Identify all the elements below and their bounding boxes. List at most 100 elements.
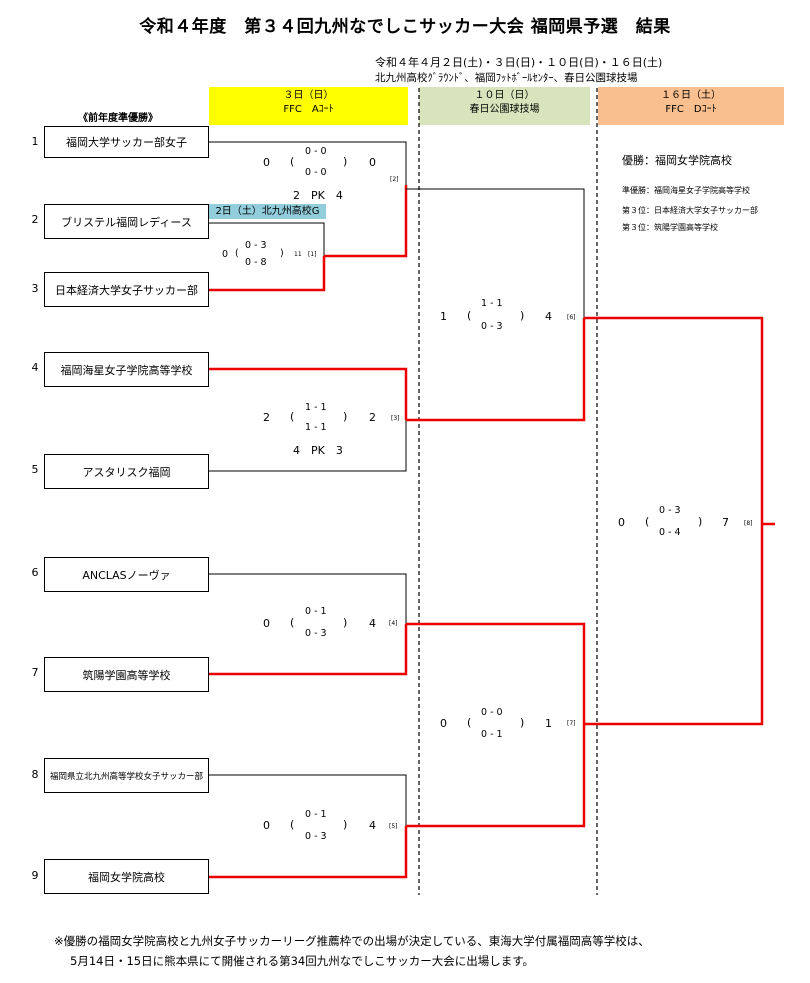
match7-close-paren: ) bbox=[520, 716, 525, 729]
match1-open-paren: ( bbox=[235, 248, 239, 259]
match8-half2: 0 - 4 bbox=[659, 527, 681, 538]
bracket-line-team1 bbox=[208, 141, 407, 185]
match2-half2: 0 - 0 bbox=[305, 167, 327, 178]
match6-half1: 1 - 1 bbox=[481, 298, 503, 309]
seed-number: 5 bbox=[31, 463, 39, 476]
match3-half2: 1 - 1 bbox=[305, 422, 327, 433]
seed-number: 3 bbox=[31, 282, 39, 295]
match7-half1: 0 - 0 bbox=[481, 707, 503, 718]
match4-half2: 0 - 3 bbox=[305, 628, 327, 639]
match5-half1: 0 - 1 bbox=[305, 809, 327, 820]
match5-half2: 0 - 3 bbox=[305, 831, 327, 842]
match8-open-paren: ( bbox=[645, 515, 650, 528]
match3-pk: 4 PK 3 bbox=[293, 444, 343, 457]
match7-score-left: 0 bbox=[440, 717, 447, 730]
match6-score-right: 4 bbox=[545, 310, 552, 323]
seed-number: 8 bbox=[31, 768, 39, 781]
footnote-line1: ※優勝の福岡女学院高校と九州女子サッカーリーグ推薦枠での出場が決定している、東海… bbox=[54, 934, 650, 948]
match5-score-right: 4 bbox=[369, 819, 376, 832]
seed-number: 4 bbox=[31, 361, 39, 374]
match6-number: [6] bbox=[567, 314, 576, 321]
match4-score-left: 0 bbox=[263, 617, 270, 630]
column-header-round1-day: ３日（日） bbox=[283, 90, 334, 101]
bracket-line-team9 bbox=[208, 826, 408, 879]
match7-open-paren: ( bbox=[467, 716, 472, 729]
match4-number: [4] bbox=[389, 620, 398, 627]
match3-close-paren: ) bbox=[343, 410, 348, 423]
match5-score-left: 0 bbox=[263, 819, 270, 832]
bracket-line-m2-winner bbox=[406, 188, 585, 318]
bracket-line-m3-winner bbox=[406, 318, 586, 422]
team-box: ブリステル福岡レディース bbox=[44, 204, 209, 239]
column-header-semifinal-day: １０日（日） bbox=[474, 90, 535, 101]
seed-number: 2 bbox=[31, 213, 39, 226]
champion-result: 優勝：福岡女学院高校 bbox=[622, 154, 732, 167]
bracket-line-m6-winner bbox=[584, 316, 764, 524]
match1-score-right: 11 bbox=[294, 251, 302, 258]
third-place-result: 第３位：筑陽学園高等学校 bbox=[622, 223, 718, 232]
match7-number: [7] bbox=[567, 720, 576, 727]
page-title: 令和４年度 第３４回九州なでしこサッカー大会 福岡県予選 結果 bbox=[139, 17, 671, 37]
team-box: ANCLASノーヴァ bbox=[44, 557, 209, 592]
match1-half2: 0 - 8 bbox=[245, 257, 267, 268]
match2-close-paren: ) bbox=[343, 155, 348, 168]
previous-runner-up-label: 《前年度準優勝》 bbox=[78, 113, 158, 124]
bracket-line-m4-winner bbox=[406, 622, 586, 722]
match3-half1: 1 - 1 bbox=[305, 402, 327, 413]
seed-number: 1 bbox=[31, 135, 39, 148]
match8-number: [8] bbox=[744, 520, 753, 527]
column-header-final-day: １６日（土） bbox=[661, 90, 721, 101]
bracket-line-m7-winner bbox=[584, 524, 764, 726]
column-header-final: １６日（土） FFC Dｺｰﾄ bbox=[598, 87, 784, 125]
match8-score-right: 7 bbox=[722, 516, 729, 529]
bracket-line-team7 bbox=[208, 624, 408, 676]
team-box: 福岡大学サッカー部女子 bbox=[44, 126, 209, 158]
bracket-line-m1-winner bbox=[324, 185, 408, 258]
team-box: 福岡海星女子学院高等学校 bbox=[44, 352, 209, 387]
match4-half1: 0 - 1 bbox=[305, 606, 327, 617]
match1-score-left: 0 bbox=[222, 249, 229, 260]
footnote-line2: 5月14日・15日に熊本県にて開催される第34回九州なでしこサッカー大会に出場し… bbox=[70, 954, 535, 968]
match6-open-paren: ( bbox=[467, 309, 472, 322]
bracket-line-team2 bbox=[208, 222, 325, 256]
team-box: 日本経済大学女子サッカー部 bbox=[44, 272, 209, 307]
bracket-line-team5 bbox=[208, 420, 407, 472]
seed-number: 6 bbox=[31, 566, 39, 579]
match4-close-paren: ) bbox=[343, 616, 348, 629]
match2-score-right: 0 bbox=[369, 156, 376, 169]
bracket-line-m5-winner bbox=[406, 722, 586, 828]
match6-score-left: 1 bbox=[440, 310, 447, 323]
match1-close-paren: ) bbox=[280, 248, 284, 259]
match1-half1: 0 - 3 bbox=[245, 240, 267, 251]
match8-score-left: 0 bbox=[618, 516, 625, 529]
match3-number: [3] bbox=[391, 415, 400, 422]
match2-number: [2] bbox=[390, 176, 399, 183]
team-box: 福岡県立北九州高等学校女子サッカー部 bbox=[44, 758, 209, 793]
bracket-line-team8 bbox=[208, 774, 407, 826]
match6-close-paren: ) bbox=[520, 309, 525, 322]
match3-score-right: 2 bbox=[369, 411, 376, 424]
match7-score-right: 1 bbox=[545, 717, 552, 730]
match1-number: [1] bbox=[308, 251, 317, 258]
match6-half2: 0 - 3 bbox=[481, 321, 503, 332]
match5-open-paren: ( bbox=[290, 818, 295, 831]
match4-score-right: 4 bbox=[369, 617, 376, 630]
match4-open-paren: ( bbox=[290, 616, 295, 629]
match-dates: 令和４年４月２日(土)・３日(日)・１０日(日)・１６日(土) bbox=[375, 56, 663, 69]
runner-up-result: 準優勝：福岡海星女子学院高等学校 bbox=[622, 186, 750, 195]
bracket-line-team3 bbox=[208, 256, 326, 292]
match3-score-left: 2 bbox=[263, 411, 270, 424]
column-header-semifinal: １０日（日） 春日公園球技場 bbox=[419, 87, 590, 125]
column-header-semifinal-venue: 春日公園球技場 bbox=[469, 104, 540, 115]
third-place-result: 第３位：日本経済大学女子サッカー部 bbox=[622, 206, 758, 215]
match8-half1: 0 - 3 bbox=[659, 505, 681, 516]
column-header-round1: ３日（日） FFC Aｺｰﾄ bbox=[209, 87, 408, 125]
match8-close-paren: ) bbox=[698, 515, 703, 528]
team-box: アスタリスク福岡 bbox=[44, 454, 209, 489]
team-box: 筑陽学園高等学校 bbox=[44, 657, 209, 692]
bracket-line-team4 bbox=[208, 367, 408, 420]
match2-open-paren: ( bbox=[290, 155, 295, 168]
seed-number: 9 bbox=[31, 869, 39, 882]
match5-number: [5] bbox=[389, 823, 398, 830]
